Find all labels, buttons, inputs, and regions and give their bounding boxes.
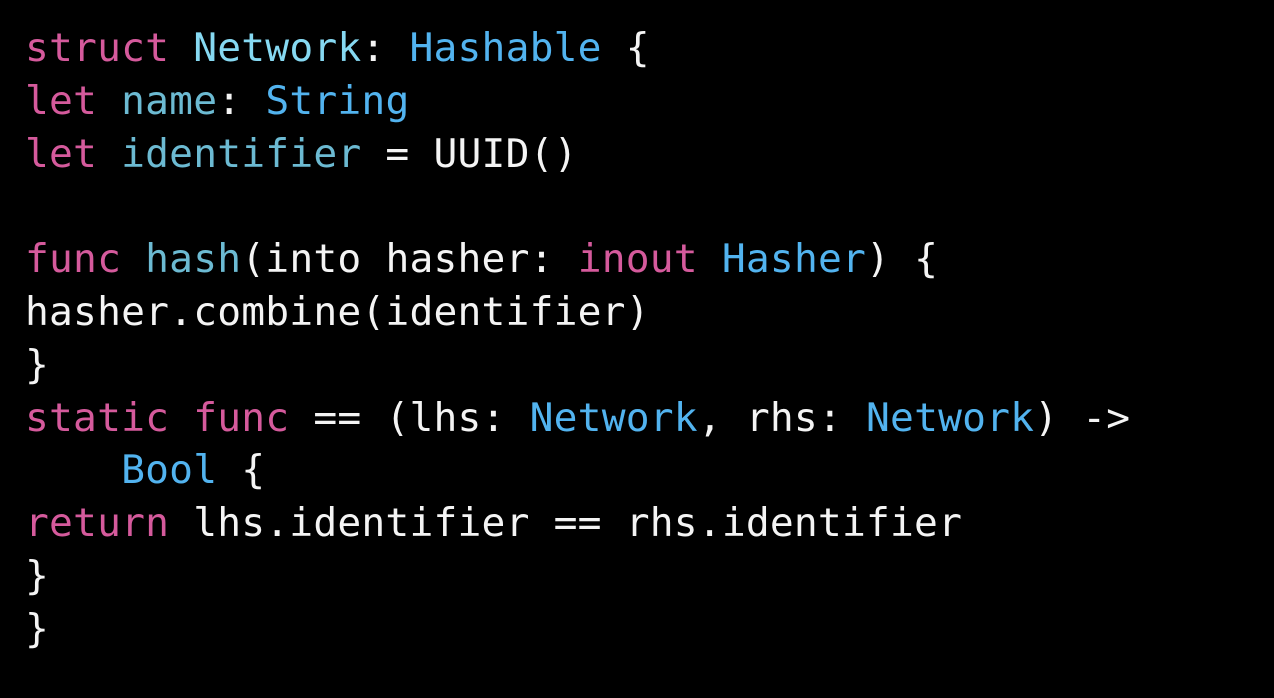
code-token-plain: ) {	[866, 236, 939, 283]
code-token-plain: }	[25, 341, 50, 388]
code-token-kw: func	[25, 236, 122, 283]
code-line: func hash(into hasher: inout Hasher) {	[25, 233, 1130, 286]
code-line: static func == (lhs: Network, rhs: Netwo…	[25, 392, 1130, 445]
code-token-type: Hashable	[409, 25, 602, 71]
code-token-plain	[169, 395, 193, 441]
code-token-plain: {	[601, 25, 650, 71]
code-block: struct Network: Hashable {let name: Stri…	[25, 22, 1130, 656]
code-token-kw: struct	[25, 25, 170, 71]
code-token-plain: hasher.combine(identifier)	[25, 288, 650, 335]
code-token-plain: lhs.identifier == rhs.identifier	[169, 500, 963, 547]
code-token-type: Hasher	[721, 236, 867, 283]
code-line: let identifier = UUID()	[25, 128, 1130, 181]
code-token-plain: }	[25, 552, 50, 599]
code-token-kw: inout	[577, 236, 698, 283]
code-token-plain: {	[217, 447, 266, 494]
code-token-type: Network	[529, 394, 698, 441]
code-line: }	[25, 339, 1130, 392]
code-token-plain: , rhs:	[697, 394, 867, 441]
code-token-plain	[169, 25, 193, 71]
code-token-kw: static	[25, 394, 170, 441]
code-line: }	[25, 603, 1130, 656]
code-token-plain: :	[217, 77, 266, 124]
code-token-type: String	[265, 77, 410, 124]
code-token-kw: let	[25, 77, 98, 124]
code-token-plain: == (lhs:	[289, 394, 530, 441]
code-line: }	[25, 550, 1130, 603]
code-token-kw: let	[25, 130, 98, 177]
code-token-kw: return	[25, 500, 170, 547]
code-token-type: Network	[866, 394, 1035, 441]
code-token-prop: identifier	[121, 130, 362, 177]
code-token-kw: func	[193, 394, 290, 441]
code-token-plain	[25, 447, 121, 493]
code-line: struct Network: Hashable {	[25, 22, 1130, 75]
code-token-plain	[121, 236, 145, 282]
code-token-plain: :	[361, 25, 410, 71]
code-token-func: hash	[145, 236, 242, 283]
code-token-plain: = UUID()	[361, 130, 578, 177]
code-line: hasher.combine(identifier)	[25, 286, 1130, 339]
code-token-plain: ) ->	[1034, 394, 1131, 441]
code-token-plain	[97, 78, 121, 124]
code-token-type: Bool	[121, 447, 218, 494]
code-token-decl: Network	[193, 25, 362, 71]
code-token-plain	[97, 131, 121, 177]
code-line: Bool {	[25, 444, 1130, 497]
code-token-prop: name	[121, 77, 218, 124]
code-token-plain: (into hasher:	[241, 236, 578, 283]
code-line: return lhs.identifier == rhs.identifier	[25, 497, 1130, 550]
code-line: let name: String	[25, 75, 1130, 128]
code-line	[25, 180, 1130, 233]
code-token-plain	[698, 236, 722, 282]
code-token-plain: }	[25, 605, 50, 652]
